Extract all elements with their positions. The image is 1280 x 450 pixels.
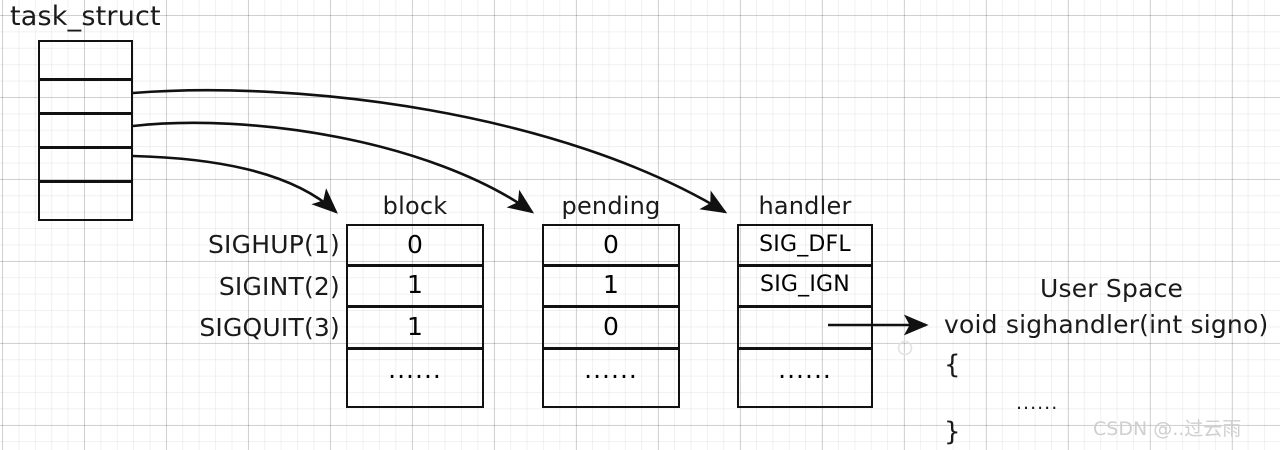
task-struct-row-divider-3: [38, 146, 133, 149]
pending-table: [542, 224, 680, 408]
column-header-handler: handler: [758, 192, 852, 220]
pending-cell-0: 0: [602, 229, 620, 259]
pending-row-divider-3: [542, 347, 680, 350]
handler-cell-0: SIG_DFL: [759, 231, 851, 257]
task-struct-row-divider-2: [38, 112, 133, 115]
handler-cell-2: [737, 305, 873, 347]
pending-cell-3: ......: [584, 355, 638, 384]
handler-cell-1: SIG_IGN: [760, 272, 850, 297]
pending-row-divider-1: [542, 264, 680, 267]
handler-row-divider-3: [737, 347, 873, 350]
block-table: [346, 224, 484, 408]
arrow-taskstruct-to-pending: [132, 121, 535, 214]
page-title: task_struct: [10, 1, 161, 32]
task-struct-box: [38, 40, 133, 221]
block-row-divider-1: [346, 264, 484, 267]
column-header-block: block: [382, 192, 448, 220]
block-row-divider-2: [346, 305, 484, 308]
user-space-close-brace: }: [944, 417, 961, 447]
pending-cell-2: 0: [602, 311, 620, 341]
pending-row-divider-2: [542, 305, 680, 308]
pending-cell-1: 1: [602, 270, 620, 299]
handler-table: [737, 224, 873, 408]
block-cell-3: ......: [388, 355, 442, 384]
block-row-divider-3: [346, 347, 484, 350]
handler-row-divider-2: [737, 305, 873, 308]
signal-label-sighup: SIGHUP(1): [207, 230, 340, 259]
signal-label-sigquit: SIGQUIT(3): [199, 313, 340, 342]
user-space-open-brace: {: [944, 350, 961, 380]
csdn-watermark: CSDN @..过云雨: [1093, 418, 1242, 440]
arrow-taskstruct-to-block: [132, 154, 338, 214]
task-struct-row-divider-1: [38, 78, 133, 81]
handler-cell-3: ......: [778, 355, 832, 384]
task-struct-row-divider-4: [38, 180, 133, 183]
handler-row-divider-1: [737, 264, 873, 267]
user-space-heading: User Space: [1040, 274, 1184, 303]
user-space-function-signature: void sighandler(int signo): [944, 310, 1269, 339]
block-cell-0: 0: [406, 229, 424, 259]
decorative-circle: [897, 340, 913, 356]
block-cell-2: 1: [406, 311, 424, 341]
arrow-taskstruct-to-handler: [132, 89, 728, 214]
column-header-pending: pending: [561, 192, 661, 220]
block-cell-1: 1: [406, 270, 424, 299]
signal-label-sigint: SIGINT(2): [218, 272, 340, 301]
user-space-body-ellipsis: ......: [1016, 392, 1059, 414]
